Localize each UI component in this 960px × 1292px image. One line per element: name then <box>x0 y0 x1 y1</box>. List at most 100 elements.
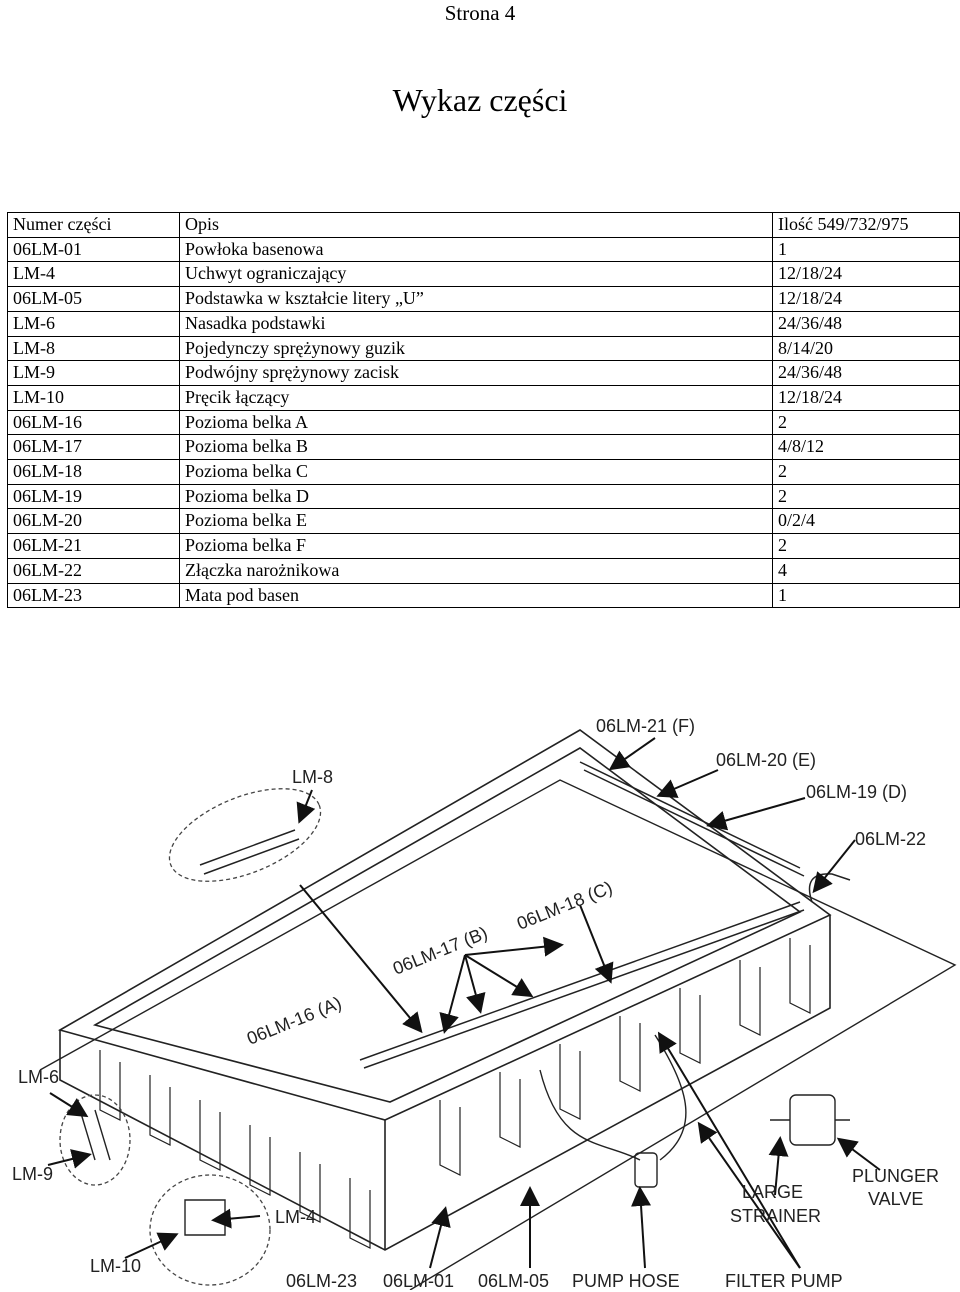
page-number: Strona 4 <box>444 1 516 25</box>
quantity-cell: 4/8/12 <box>772 434 960 461</box>
quantity-cell: 24/36/48 <box>772 310 960 337</box>
column-header-quantity: Ilość 549/732/975 <box>772 212 960 238</box>
description-cell: Pozioma belka A <box>179 409 773 436</box>
quantity-cell: 4 <box>772 557 960 584</box>
lm6-detail-ellipse <box>59 1094 131 1186</box>
quantity-cell: 2 <box>772 459 960 485</box>
label-06lm-16: 06LM-16 (A) <box>244 993 344 1049</box>
table-header-row: Numer części Opis Ilość 549/732/975 <box>7 212 960 238</box>
description-cell: Pozioma belka B <box>179 434 773 461</box>
label-pump-hose: PUMP HOSE <box>572 1271 680 1290</box>
part-number-cell: 06LM-05 <box>7 286 180 312</box>
description-cell: Pozioma belka E <box>179 508 773 535</box>
label-06lm-20: 06LM-20 (E) <box>716 750 816 770</box>
part-number-cell: 06LM-18 <box>7 459 180 485</box>
description-cell: Mata pod basen <box>179 582 773 609</box>
quantity-cell: 0/2/4 <box>772 508 960 535</box>
parts-table: Numer części Opis Ilość 549/732/975 06LM… <box>7 212 960 609</box>
label-06lm-21: 06LM-21 (F) <box>596 716 695 736</box>
label-lm-4: LM-4 <box>275 1207 316 1227</box>
part-number-cell: 06LM-23 <box>7 582 180 609</box>
lm4-detail-part <box>184 1199 226 1236</box>
part-number-cell: LM-6 <box>7 310 180 337</box>
page-title: Wykaz części <box>392 82 568 118</box>
quantity-cell: 1 <box>772 236 960 263</box>
part-number-cell: 06LM-17 <box>7 434 180 461</box>
part-number-cell: 06LM-21 <box>7 533 180 559</box>
part-number-cell: LM-8 <box>7 335 180 362</box>
label-lm-9: LM-9 <box>12 1164 53 1184</box>
description-cell: Powłoka basenowa <box>179 236 773 263</box>
quantity-cell: 12/18/24 <box>772 384 960 411</box>
lm6-detail-part <box>79 1109 111 1161</box>
description-cell: Pozioma belka F <box>179 533 773 559</box>
label-lm-6: LM-6 <box>18 1067 59 1087</box>
label-plunger: PLUNGER <box>852 1166 939 1186</box>
label-strainer: STRAINER <box>730 1206 821 1226</box>
label-06lm-18: 06LM-18 (C) <box>514 877 615 933</box>
description-cell: Podwójny sprężynowy zacisk <box>179 360 773 386</box>
quantity-cell: 8/14/20 <box>772 335 960 362</box>
lm4-detail-ellipse <box>149 1174 271 1286</box>
quantity-cell: 2 <box>772 533 960 559</box>
label-06lm-23: 06LM-23 <box>286 1271 357 1290</box>
lm8-detail-part <box>199 829 300 875</box>
description-cell: Pozioma belka C <box>179 459 773 485</box>
label-large: LARGE <box>742 1182 803 1202</box>
description-cell: Pozioma belka D <box>179 483 773 510</box>
beam-parts <box>359 761 851 1069</box>
description-cell: Uchwyt ograniczający <box>179 261 773 288</box>
column-header-part-number: Numer części <box>7 212 180 238</box>
quantity-cell: 24/36/48 <box>772 360 960 386</box>
part-number-cell: 06LM-20 <box>7 508 180 535</box>
part-number-cell: 06LM-01 <box>7 236 180 263</box>
ground-mat <box>39 779 957 1290</box>
label-06lm-19: 06LM-19 (D) <box>806 782 907 802</box>
quantity-cell: 12/18/24 <box>772 261 960 288</box>
part-number-cell: 06LM-22 <box>7 557 180 584</box>
column-header-description: Opis <box>179 212 773 238</box>
quantity-cell: 12/18/24 <box>772 286 960 312</box>
label-filter-pump: FILTER PUMP <box>725 1271 843 1290</box>
parts-table-body: Numer części Opis Ilość 549/732/975 06LM… <box>7 212 960 609</box>
label-lm-10: LM-10 <box>90 1256 141 1276</box>
pool-frame <box>57 729 832 1251</box>
description-cell: Podstawka w kształcie litery „U” <box>179 286 773 312</box>
part-number-cell: LM-9 <box>7 360 180 386</box>
quantity-cell: 2 <box>772 483 960 510</box>
callout-arrows <box>47 737 881 1269</box>
description-cell: Pręcik łączący <box>179 384 773 411</box>
quantity-cell: 1 <box>772 582 960 609</box>
quantity-cell: 2 <box>772 409 960 436</box>
part-number-cell: LM-4 <box>7 261 180 288</box>
label-06lm-01: 06LM-01 <box>383 1271 454 1290</box>
label-06lm-05: 06LM-05 <box>478 1271 549 1290</box>
filter-pump-icon <box>539 1034 687 1188</box>
label-valve: VALVE <box>868 1189 923 1209</box>
pool-assembly-diagram: 06LM-21 (F) 06LM-20 (E) 06LM-19 (D) 06LM… <box>12 716 957 1290</box>
strainer-valve-icon <box>770 1094 850 1146</box>
description-cell: Złączka narożnikowa <box>179 557 773 584</box>
label-lm-8: LM-8 <box>292 767 333 787</box>
description-cell: Nasadka podstawki <box>179 310 773 337</box>
label-06lm-22: 06LM-22 <box>855 829 926 849</box>
part-number-cell: LM-10 <box>7 384 180 411</box>
label-06lm-17: 06LM-17 (B) <box>390 923 490 979</box>
part-number-cell: 06LM-16 <box>7 409 180 436</box>
description-cell: Pojedynczy sprężynowy guzik <box>179 335 773 362</box>
